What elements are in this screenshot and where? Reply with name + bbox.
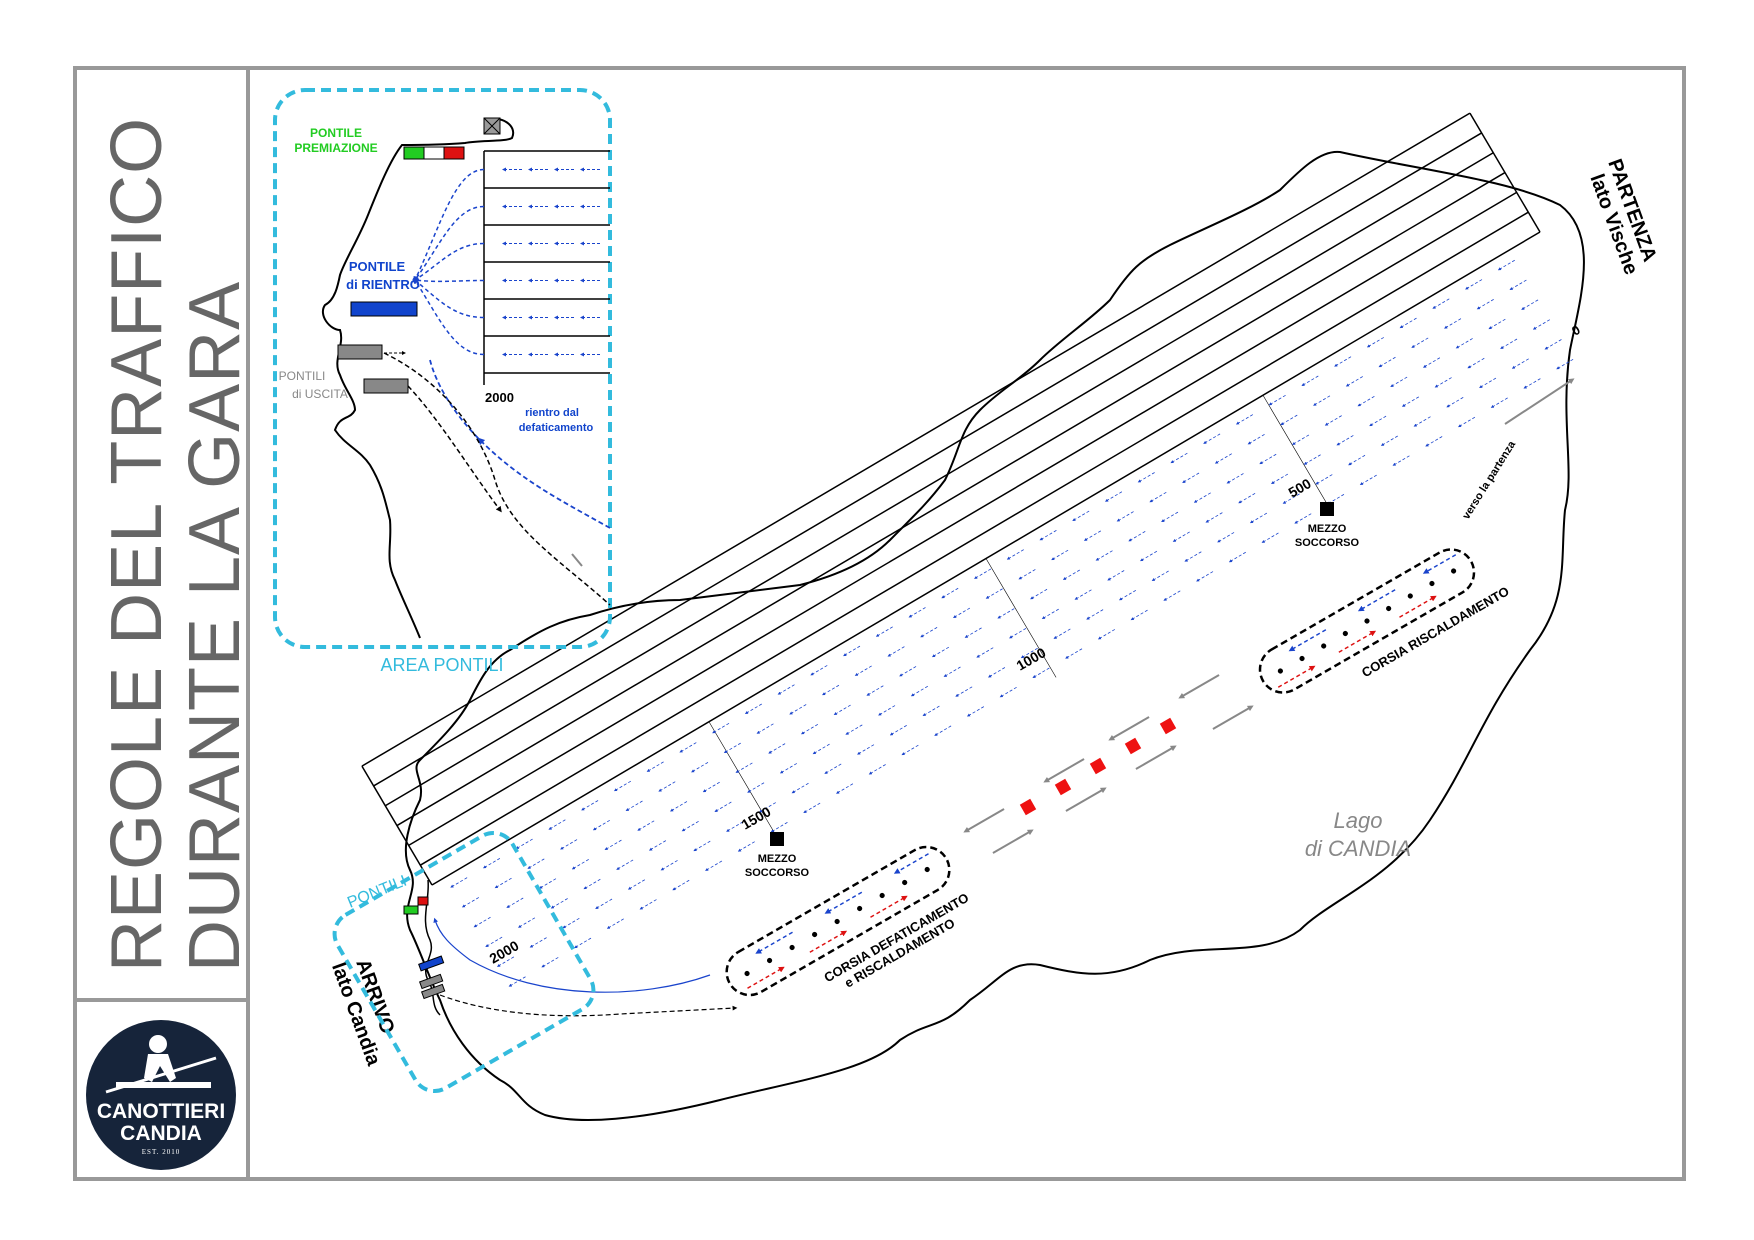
lake-name: di CANDIA <box>1305 836 1411 861</box>
lake-name: Lago <box>1334 808 1383 833</box>
outer-frame <box>73 66 1686 1181</box>
svg-text:CORSIA DEFATICAMENTO: CORSIA DEFATICAMENTO <box>821 890 971 985</box>
finish-award-pontoon <box>417 896 429 906</box>
logo-line2: CANDIA <box>120 1122 202 1145</box>
page-title-line2: DURANTE LA GARA <box>175 280 255 972</box>
towards-start-arrow <box>1504 378 1575 425</box>
rescue-label: SOCCORSO <box>745 867 810 879</box>
inset-award-pontoon <box>423 146 445 160</box>
logo-est: EST. 2010 <box>141 1148 181 1156</box>
inset-lanes <box>412 150 610 385</box>
distance-500: 500 <box>1286 475 1314 501</box>
inset-award-pontoon <box>403 146 425 160</box>
rescue-label: MEZZO <box>1308 523 1347 535</box>
inset-uscita-label: di USCITA <box>292 387 348 401</box>
inset-award-pontoon <box>443 146 465 160</box>
finish-award-pontoon <box>403 905 419 915</box>
inset-rientro-label: PONTILE <box>349 259 406 274</box>
inset-premiazione-label: PONTILE <box>310 126 362 140</box>
traffic-arrows <box>963 674 1254 854</box>
pontili-label: PONTILI <box>345 873 409 912</box>
lake-outline <box>404 150 1585 1121</box>
finish-exit-pontoon <box>418 973 444 990</box>
inset-premiazione-label: PREMIAZIONE <box>294 141 377 155</box>
inset-exit-pontoon <box>363 378 409 394</box>
exit-path <box>439 994 738 1017</box>
return-path <box>433 917 711 993</box>
page-title-line1: REGOLE DEL TRAFFICO <box>97 116 177 972</box>
distance-1500: 1500 <box>739 803 774 833</box>
club-logo: CANOTTIERI CANDIA EST. 2010 <box>86 1020 236 1170</box>
rescue-boat-500 <box>1320 502 1334 516</box>
inset-uscita-label: PONTILI <box>279 369 326 383</box>
inset-return-path <box>429 359 611 529</box>
racing-course <box>361 112 1574 987</box>
inset-border <box>273 88 612 649</box>
inset-return-note: defaticamento <box>519 422 594 434</box>
towards-start-label: verso la partenza <box>1460 438 1518 521</box>
inset-title: AREA PONTILI <box>380 655 503 675</box>
rower-icon <box>105 1035 217 1094</box>
inset-rientro-label: di RIENTRO <box>346 277 420 292</box>
start-label: PARTENZA lato Vische <box>1585 156 1660 277</box>
finish-return-pontoon <box>418 955 445 972</box>
inset-return-pontoon <box>350 301 418 317</box>
distance-0: 0 <box>1569 322 1583 339</box>
distance-2000: 2000 <box>487 937 522 967</box>
rescue-boat-1500 <box>770 832 784 846</box>
finish-shoreline <box>424 879 441 1016</box>
warmup-lane: CORSIA RISCALDAMENTO <box>1258 548 1512 694</box>
inset-distance: 2000 <box>485 390 514 405</box>
inset-exit-pontoon <box>337 344 383 360</box>
rescue-label: MEZZO <box>758 853 797 865</box>
distance-1000: 1000 <box>1014 644 1049 674</box>
inset-exit-path <box>383 352 611 606</box>
logo-line1: CANOTTIERI <box>96 1100 226 1123</box>
inset-return-note: rientro dal <box>525 407 579 419</box>
finish-exit-pontoon <box>420 983 446 1000</box>
inset-shoreline <box>321 117 515 639</box>
finish-label: ARRIVO lato Candia <box>327 956 399 1069</box>
rescue-label: SOCCORSO <box>1295 537 1360 549</box>
